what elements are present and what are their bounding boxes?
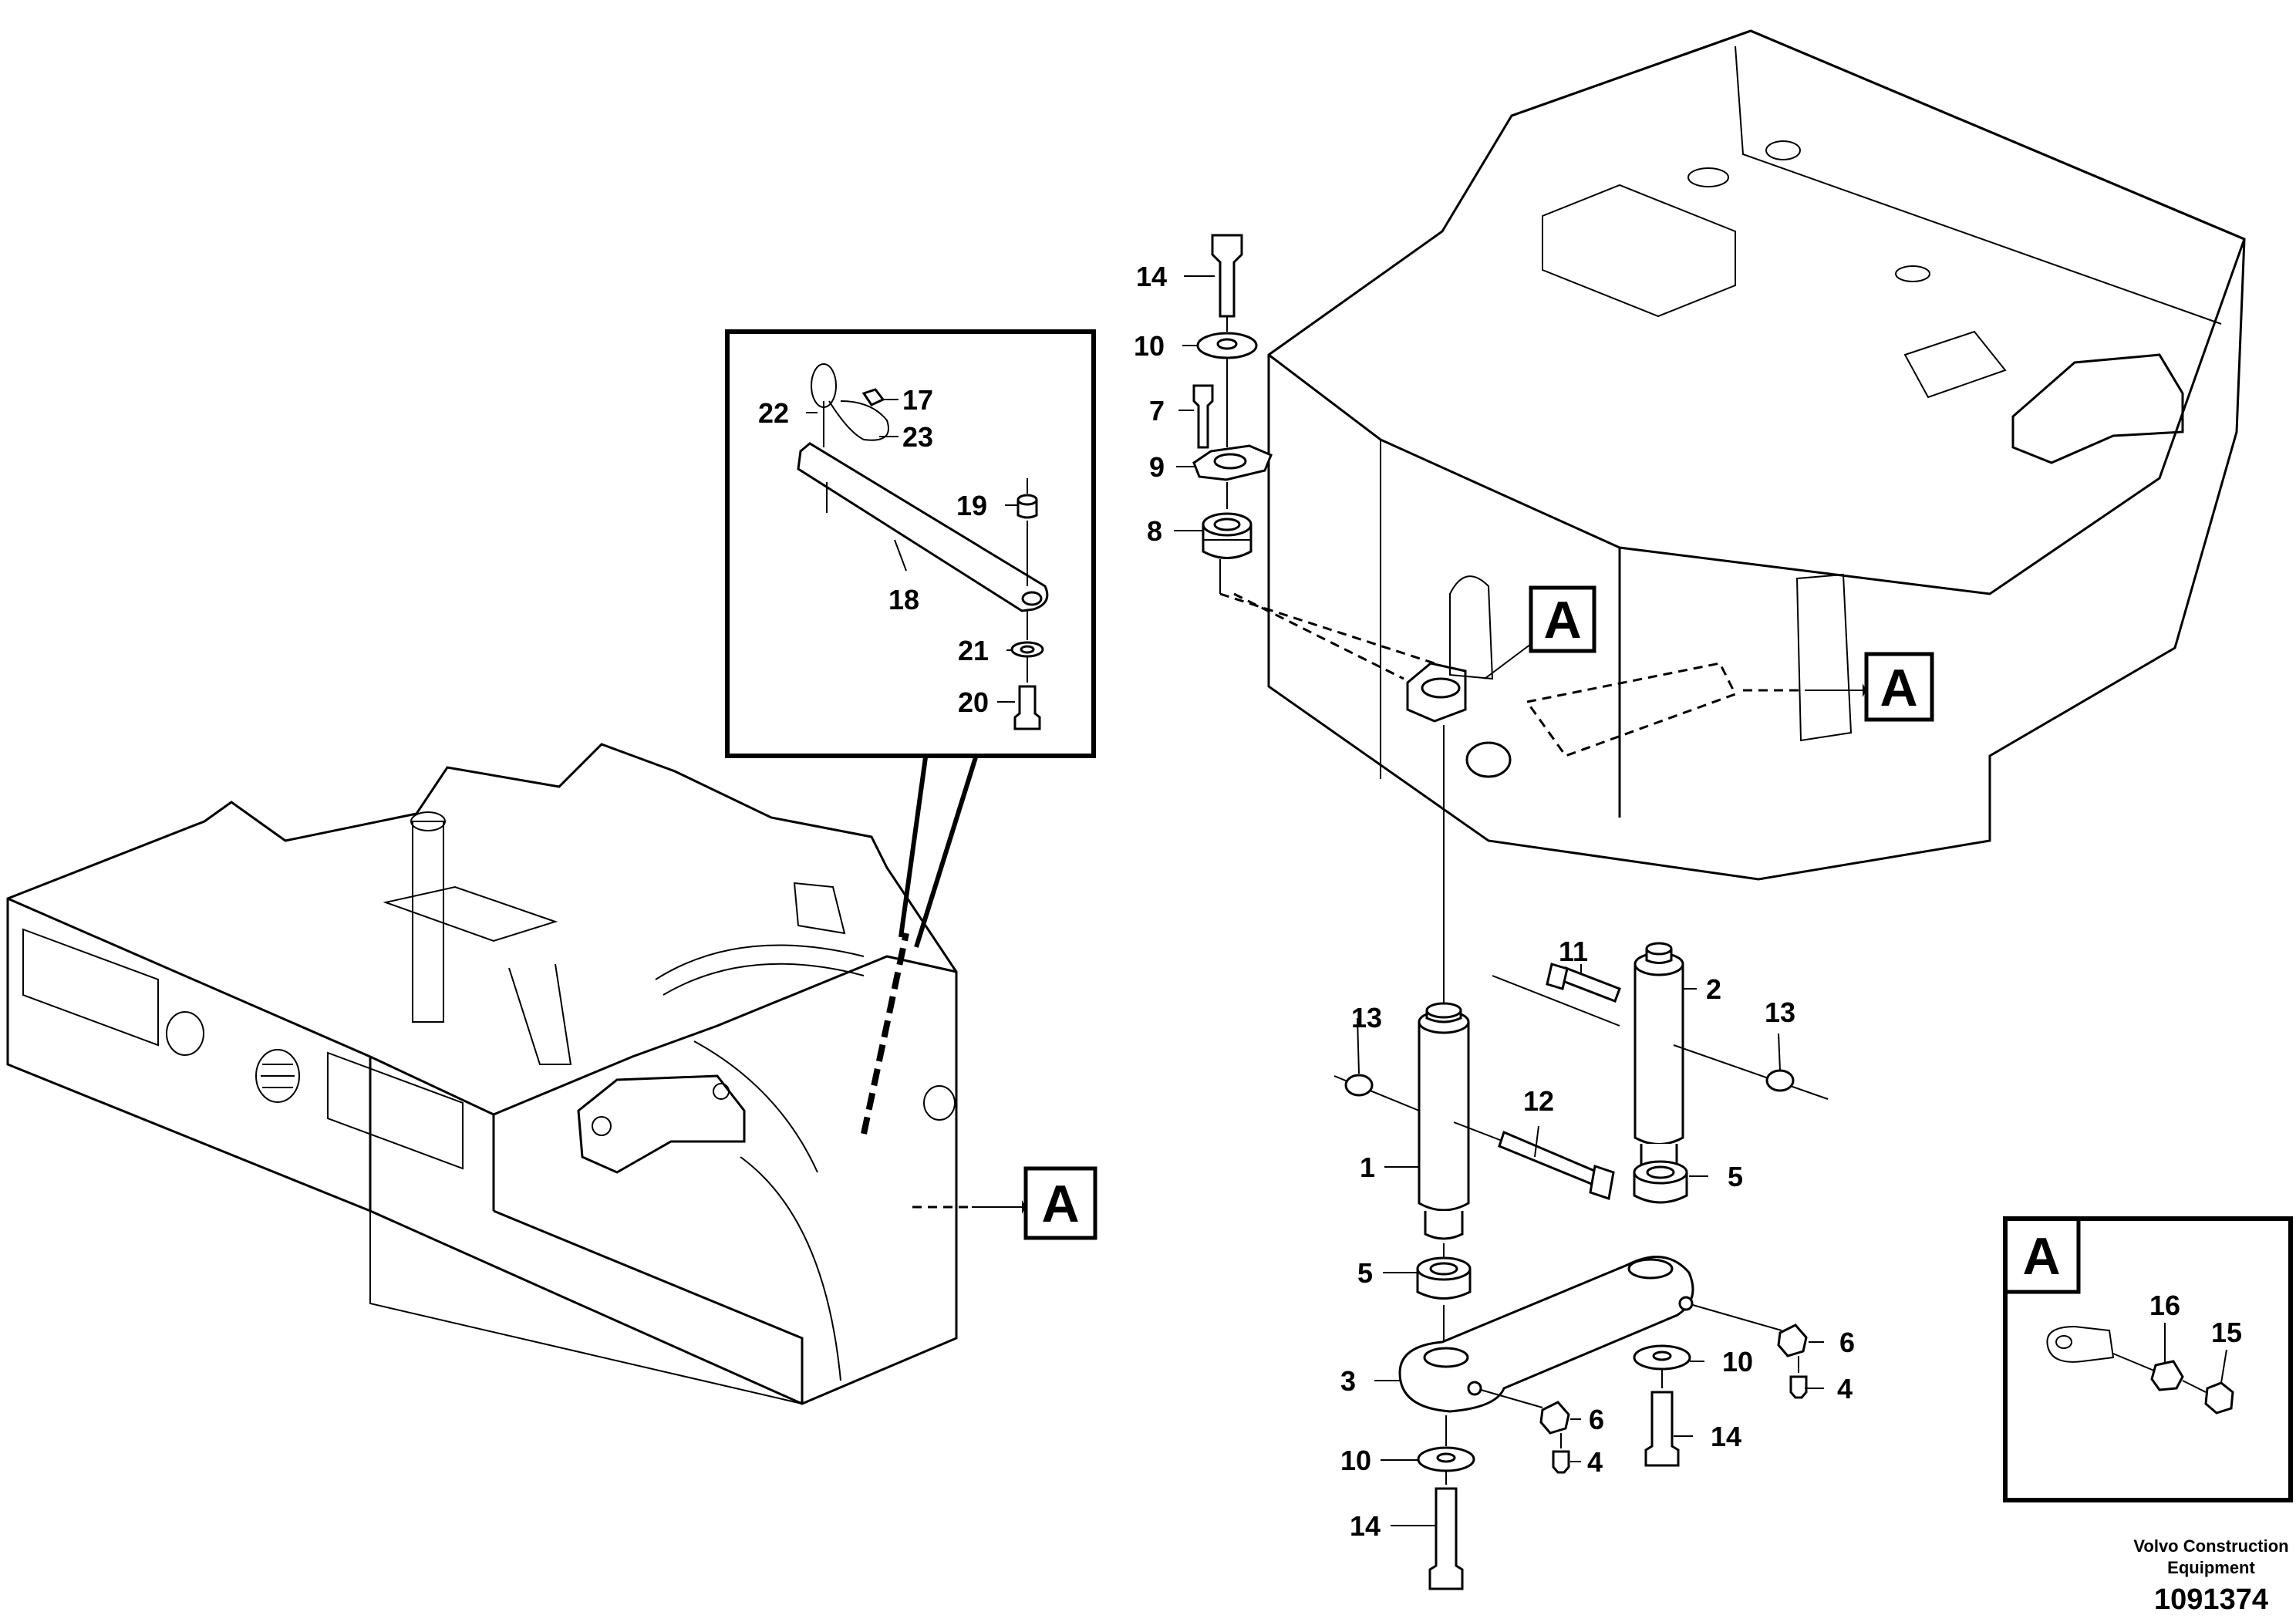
company-name-line2: Equipment xyxy=(2167,1558,2255,1577)
left-frame xyxy=(6,743,968,1405)
callout-15: 15 xyxy=(2211,1317,2242,1348)
callout-13-left: 13 xyxy=(1351,1002,1382,1034)
callout-11: 11 xyxy=(1559,936,1588,967)
callout-labels: 14 10 7 9 8 22 17 23 19 18 21 20 13 11 2… xyxy=(758,261,2242,1542)
callout-18: 18 xyxy=(888,584,919,615)
callout-13-right: 13 xyxy=(1765,996,1795,1028)
callout-9: 9 xyxy=(1149,451,1165,483)
callout-12: 12 xyxy=(1523,1085,1554,1117)
callout-14-top: 14 xyxy=(1136,261,1167,292)
callout-20: 20 xyxy=(958,686,989,718)
callout-4-right: 4 xyxy=(1837,1373,1853,1404)
detail-a-inset xyxy=(2003,1216,2293,1502)
callout-10-top: 10 xyxy=(1134,330,1165,362)
callout-16: 16 xyxy=(2149,1290,2180,1321)
marker-a-right: A xyxy=(1805,652,1934,722)
lower-assembly xyxy=(1333,725,1829,1590)
callout-14-bottom: 14 xyxy=(1350,1510,1381,1542)
marker-a-left: A xyxy=(972,1166,1097,1240)
callout-8: 8 xyxy=(1147,515,1162,547)
callout-leaders xyxy=(806,275,2227,1526)
callout-6-right: 6 xyxy=(1839,1327,1855,1358)
callout-5-left: 5 xyxy=(1357,1257,1373,1289)
callout-22: 22 xyxy=(758,397,789,429)
callout-1: 1 xyxy=(1360,1152,1375,1183)
callout-17: 17 xyxy=(902,384,933,416)
footer: Volvo Construction Equipment 1091374 xyxy=(2133,1536,2288,1616)
callout-23: 23 xyxy=(902,421,933,453)
marker-a-left-label: A xyxy=(1041,1175,1079,1233)
marker-a-top: A xyxy=(1484,585,1596,679)
callout-10-bottom: 10 xyxy=(1340,1445,1371,1476)
callout-7: 7 xyxy=(1149,395,1165,427)
upper-hardware-stack xyxy=(1192,234,1435,665)
callout-5-right: 5 xyxy=(1728,1161,1743,1192)
detail-inset xyxy=(725,329,1096,948)
company-name-line1: Volvo Construction xyxy=(2133,1536,2288,1556)
detail-a-box-label: A xyxy=(2022,1227,2060,1286)
callout-4-left: 4 xyxy=(1587,1446,1603,1478)
callout-14-right: 14 xyxy=(1711,1421,1741,1452)
right-frame xyxy=(1233,29,2246,881)
callout-19: 19 xyxy=(956,490,987,521)
callout-21: 21 xyxy=(958,635,989,666)
callout-3: 3 xyxy=(1340,1365,1356,1397)
marker-a-right-label: A xyxy=(1880,659,1917,717)
callout-2: 2 xyxy=(1706,973,1721,1005)
callout-6-left: 6 xyxy=(1589,1404,1604,1435)
callout-10-right: 10 xyxy=(1722,1346,1753,1378)
drawing-number: 1091374 xyxy=(2154,1583,2268,1616)
marker-a-top-label: A xyxy=(1543,591,1581,649)
